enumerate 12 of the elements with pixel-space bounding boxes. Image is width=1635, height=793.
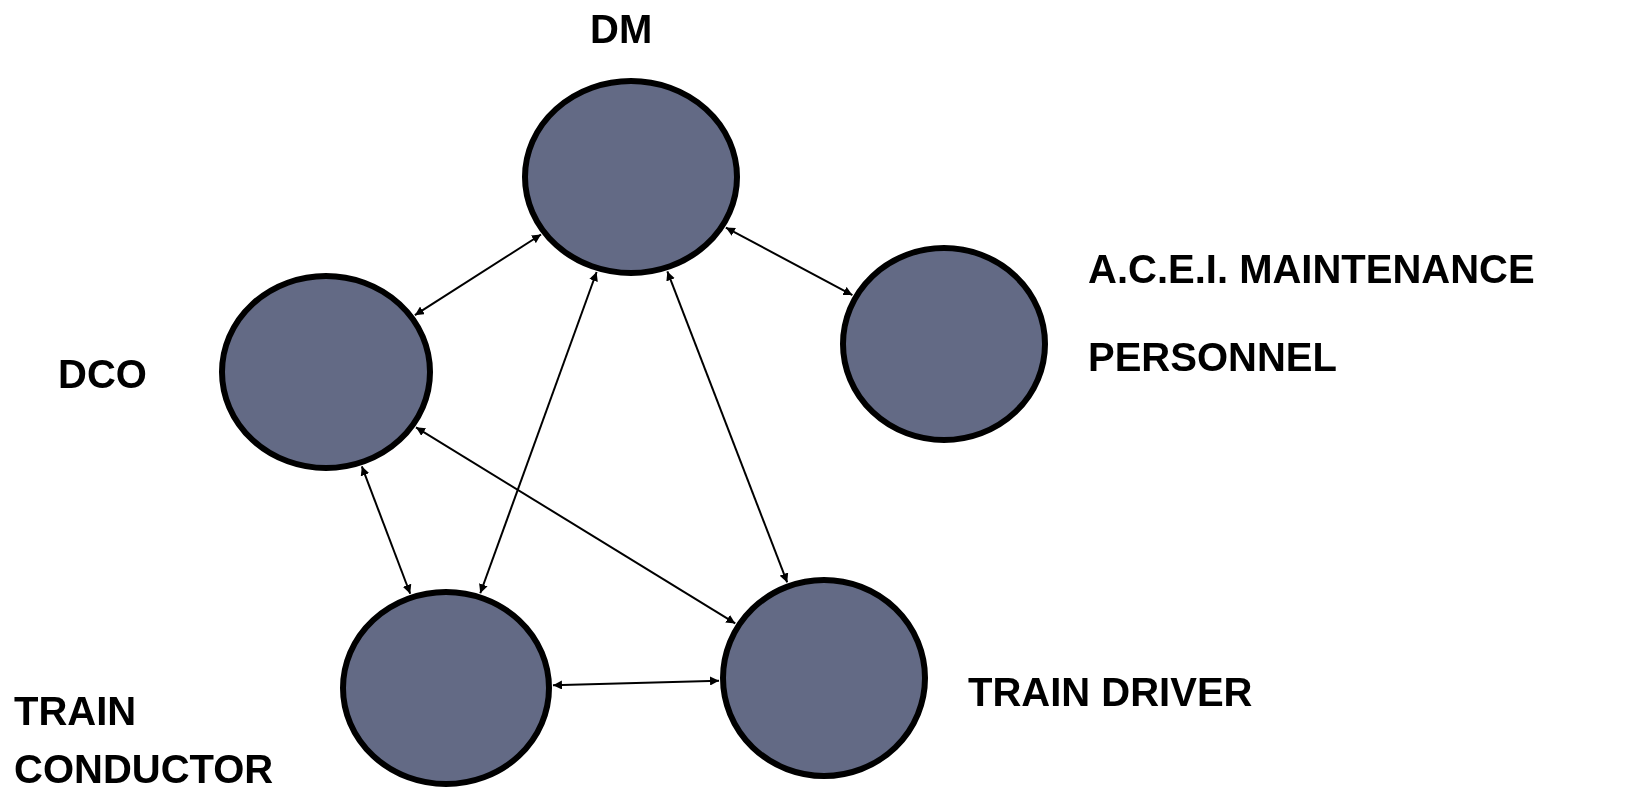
node-label: TRAIN DRIVER: [968, 669, 1254, 716]
node-label: DCO: [58, 351, 148, 398]
double-arrow: [666, 270, 789, 584]
double-arrow: [724, 226, 854, 297]
double-arrow: [413, 233, 542, 317]
node-label: A.C.E.I. MAINTENANCE PERSONNEL: [1088, 246, 1536, 381]
double-arrow: [360, 465, 412, 595]
double-arrow: [479, 271, 598, 595]
double-arrow: [551, 676, 721, 690]
node-label: DM: [590, 6, 654, 53]
node-label: TRAIN CONDUCTOR: [14, 688, 275, 793]
double-arrow: [415, 426, 737, 625]
